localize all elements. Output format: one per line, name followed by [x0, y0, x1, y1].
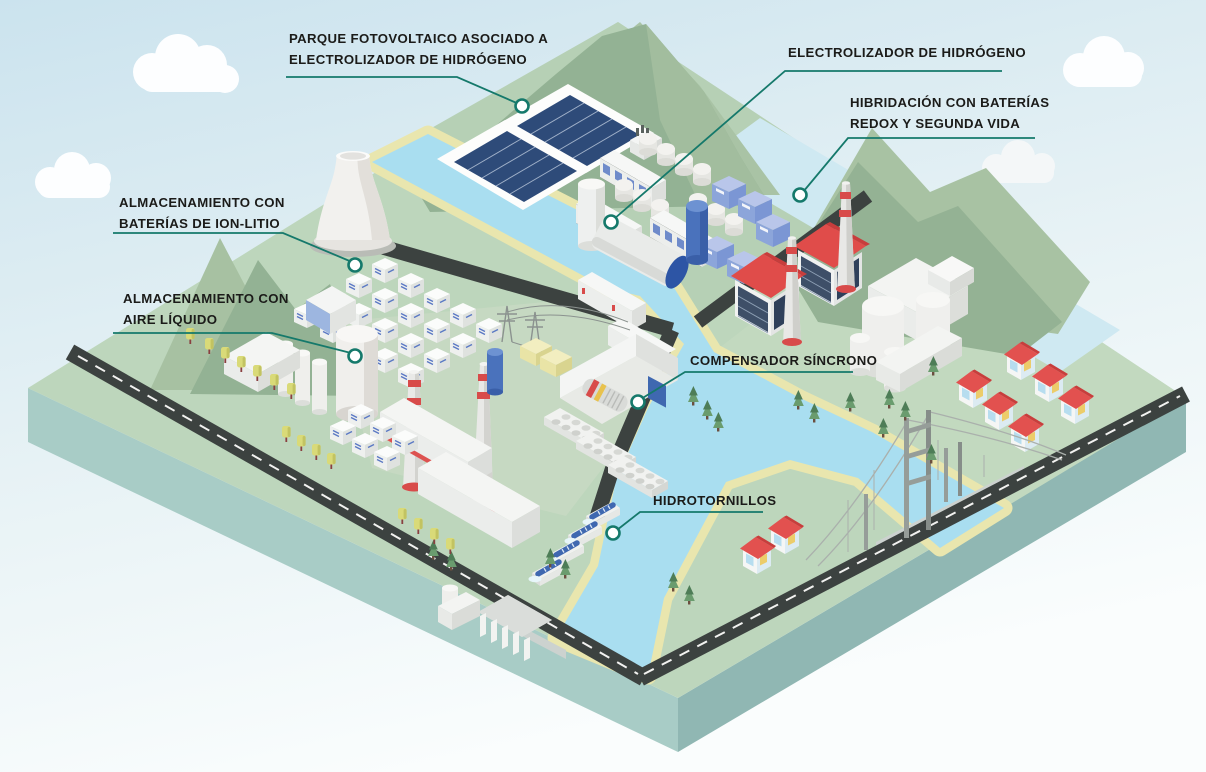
cooling-tower: [310, 151, 396, 257]
label-line: BATERÍAS DE ION-LITIO: [119, 216, 280, 231]
callout-sync-compensator: [630, 371, 853, 410]
label-liquid-air: ALMACENAMIENTO CON AIRE LÍQUIDO: [123, 288, 289, 330]
hydrogen-cylinder: [591, 216, 689, 289]
synchronous-compensator-building: [560, 334, 678, 424]
pump-station: [438, 584, 480, 630]
callout-hydro-screws: [605, 511, 763, 541]
solar-farm: [437, 84, 662, 210]
marker-dot: [514, 98, 530, 114]
striped-chimney: [836, 181, 856, 293]
tank-farm: [850, 256, 974, 393]
leader-line: [640, 371, 853, 400]
substation: [520, 338, 572, 377]
label-line: ALMACENAMIENTO CON: [119, 195, 285, 210]
solar-array: [454, 131, 577, 202]
callouts: [113, 70, 1035, 541]
boiler-hall: [418, 452, 540, 548]
label-line: AIRE LÍQUIDO: [123, 312, 218, 327]
callout-pv-park: [286, 76, 530, 114]
callout-hybrid-batteries: [792, 137, 1035, 203]
label-electrolyzer: ELECTROLIZADOR DE HIDRÓGENO: [788, 42, 1026, 63]
thermal-plant: [731, 181, 870, 346]
label-line: ALMACENAMIENTO CON: [123, 291, 289, 306]
leader-line: [613, 70, 1002, 220]
leader-line: [113, 332, 352, 354]
leader-line: [286, 76, 520, 105]
platform-side-left: [28, 388, 678, 752]
label-hydro-screws: HIDROTORNILLOS: [653, 490, 776, 511]
leader-line: [616, 511, 763, 531]
compensator-machine: [582, 378, 628, 412]
label-pv-park: PARQUE FOTOVOLTAICO ASOCIADO A ELECTROLI…: [289, 28, 548, 70]
label-line: HIDROTORNILLOS: [653, 493, 777, 508]
marker-dot: [347, 257, 363, 273]
label-li-ion: ALMACENAMIENTO CON BATERÍAS DE ION-LITIO: [119, 192, 285, 234]
label-line: COMPENSADOR SÍNCRONO: [690, 353, 878, 368]
dam: [478, 595, 552, 661]
blue-cylinder-small: [487, 348, 503, 396]
suspension-bridge: [805, 410, 1067, 567]
cloud-top-left: [133, 34, 239, 93]
callout-liquid-air: [113, 332, 363, 364]
cloud-top-right: [1063, 36, 1144, 87]
marker-dot: [603, 214, 619, 230]
label-line: ELECTROLIZADOR DE HIDRÓGENO: [788, 45, 1027, 60]
river-water: [372, 134, 1004, 676]
label-line: ELECTROLIZADOR DE HIDRÓGENO: [289, 52, 528, 67]
label-line: HIBRIDACIÓN CON BATERÍAS: [850, 95, 1050, 110]
leader-line: [802, 137, 1035, 193]
road-right-dashes: [643, 395, 1181, 675]
cloud-right: [982, 140, 1055, 183]
solar-array: [517, 95, 640, 166]
power-plant: [224, 305, 678, 548]
label-sync-compensator: COMPENSADOR SÍNCRONO: [690, 350, 877, 371]
marker-dot: [347, 348, 363, 364]
marker-dot: [630, 394, 646, 410]
marker-dot: [605, 525, 621, 541]
li-ion-battery-farm: [293, 257, 503, 389]
road-left-dashes: [77, 355, 639, 675]
callout-li-ion: [113, 232, 363, 273]
blue-cylinder-tall: [686, 200, 708, 265]
label-line: REDOX Y SEGUNDA VIDA: [850, 116, 1021, 131]
label-hybrid-batteries: HIBRIDACIÓN CON BATERÍAS REDOX Y SEGUNDA…: [850, 92, 1049, 134]
marker-dot: [792, 187, 808, 203]
battery-control-building: [306, 286, 356, 334]
label-line: PARQUE FOTOVOLTAICO ASOCIADO A: [289, 31, 549, 46]
callout-electrolyzer: [603, 70, 1002, 230]
leader-line: [113, 232, 353, 263]
road-right: [636, 386, 1190, 686]
cloud-left: [35, 152, 111, 198]
platform-side-right: [678, 398, 1186, 752]
striped-chimney: [782, 236, 802, 346]
